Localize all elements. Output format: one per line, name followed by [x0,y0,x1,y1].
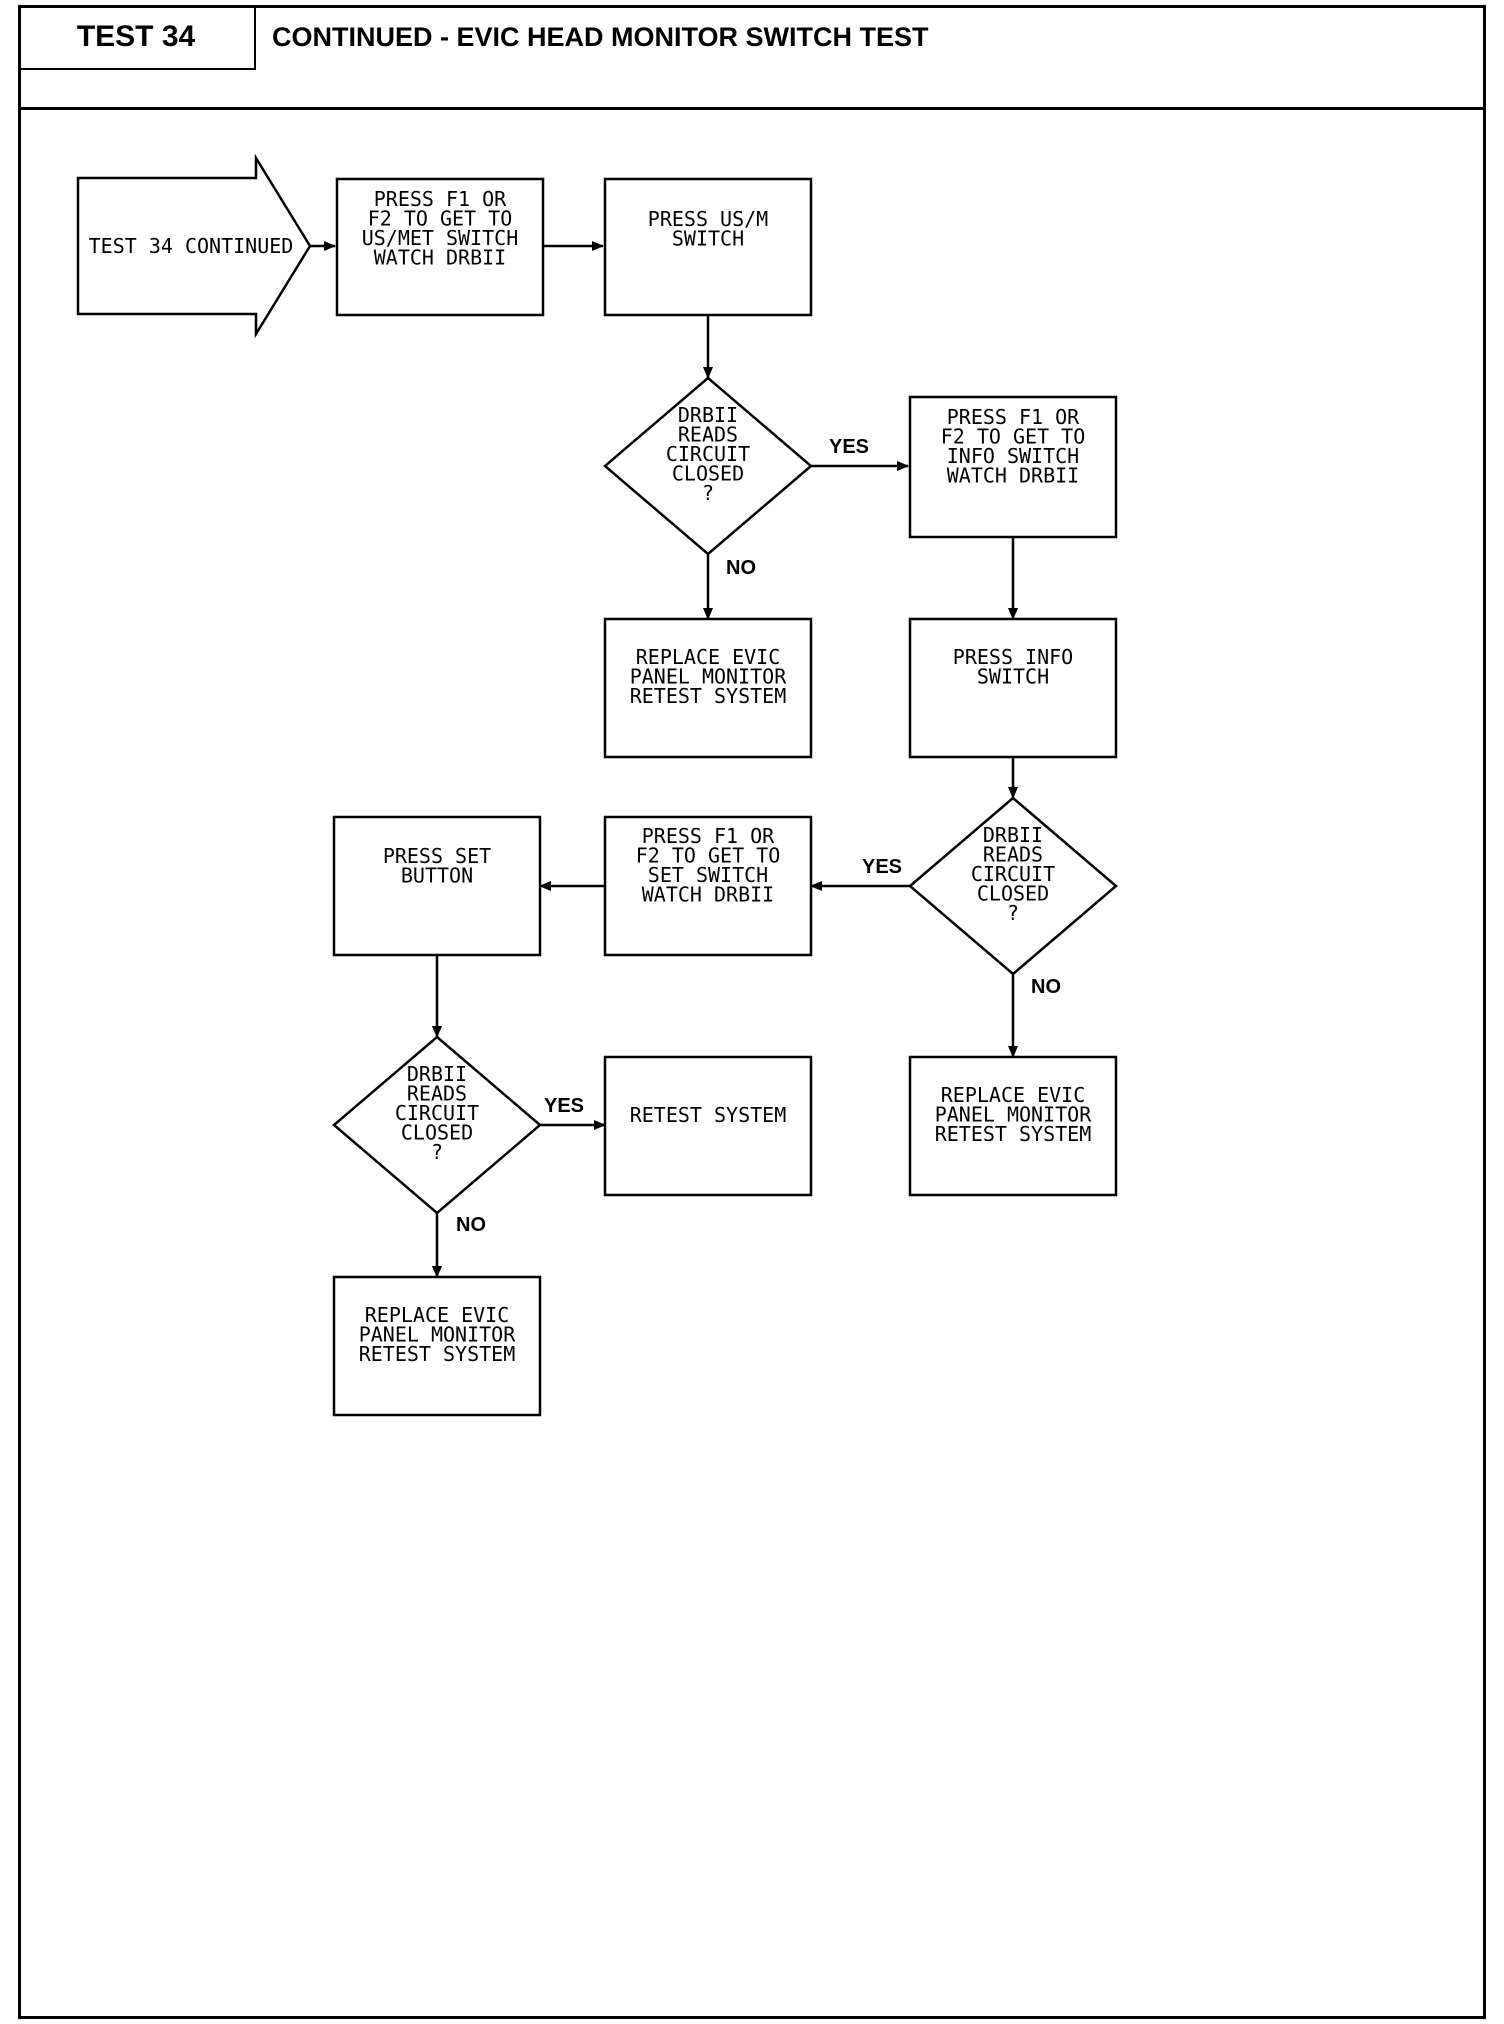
node-text-line: PRESS SET [383,844,491,868]
node-text-line: INFO SWITCH [947,444,1079,468]
node-text-line: F2 TO GET TO [636,844,781,868]
node-text-line: CIRCUIT [971,862,1055,886]
node-text-line: WATCH DRBII [947,464,1079,488]
node-text-line: REPLACE EVIC [365,1303,510,1327]
node-text-line: CIRCUIT [666,442,750,466]
edge-label-d3-no: NO [456,1214,486,1236]
node-text-line: DRBII [983,823,1043,847]
node-text-line: RETEST SYSTEM [630,684,787,708]
node-text-line: RETEST SYSTEM [359,1342,516,1366]
node-text-line: WATCH DRBII [642,883,774,907]
node-text-line: ? [1007,901,1019,925]
test-number-tab: TEST 34 [18,5,256,70]
node-text-line: PRESS F1 OR [947,405,1080,429]
node-text-line: PANEL MONITOR [630,665,787,689]
flowchart-edge-labels: YES NO YES NO YES NO [456,436,1061,1236]
node-text-line: CLOSED [672,462,744,486]
header-divider [18,107,1486,110]
page-frame [18,5,1486,2019]
node-text-line: F2 TO GET TO [941,425,1086,449]
node-start: TEST 34 CONTINUED [76,153,312,339]
node-text-line: PRESS US/M [648,207,768,231]
node-text-line: RETEST SYSTEM [630,1103,787,1127]
edge-label-d3-yes: YES [544,1095,584,1117]
node-text-line: US/MET SWITCH [362,226,519,250]
node-text-line: CLOSED [401,1121,473,1145]
node-text-line: PANEL MONITOR [359,1323,516,1347]
node-text-line: DRBII [678,403,738,427]
node-text-line: CLOSED [977,882,1049,906]
edge-label-d2-no: NO [1031,976,1061,998]
node-retest: RETEST SYSTEM [603,1055,813,1197]
node-text-line: REPLACE EVIC [941,1083,1086,1107]
node-text-line: DRBII [407,1062,467,1086]
node-text-line: PANEL MONITOR [935,1103,1092,1127]
node-text-line: PRESS INFO [953,645,1073,669]
node-text-line: READS [983,843,1043,867]
node-text-line: SWITCH [977,665,1049,689]
node-text-line: PRESS F1 OR [642,824,775,848]
node-text-line: RETEST SYSTEM [935,1122,1092,1146]
node-text-line: BUTTON [401,864,473,888]
node-text-line: READS [407,1082,467,1106]
node-text-line: SWITCH [672,227,744,251]
flowchart-edges [310,241,1018,1278]
node-text-line: TEST 34 CONTINUED [89,234,294,258]
edge-label-d1-no: NO [726,557,756,579]
edge-label-d1-yes: YES [829,436,869,458]
node-text-line: READS [678,423,738,447]
edge-label-d2-yes: YES [862,856,902,878]
node-text-line: REPLACE EVIC [636,645,781,669]
node-text-line: SET SWITCH [648,863,768,887]
node-text-line: CIRCUIT [395,1101,479,1125]
node-text-line: F2 TO GET TO [368,207,513,231]
page-title: CONTINUED - EVIC HEAD MONITOR SWITCH TES… [272,22,929,52]
node-text-line: ? [702,481,714,505]
node-text-line: ? [431,1140,443,1164]
node-text-line: PRESS F1 OR [374,187,507,211]
node-text-line: WATCH DRBII [374,246,506,270]
